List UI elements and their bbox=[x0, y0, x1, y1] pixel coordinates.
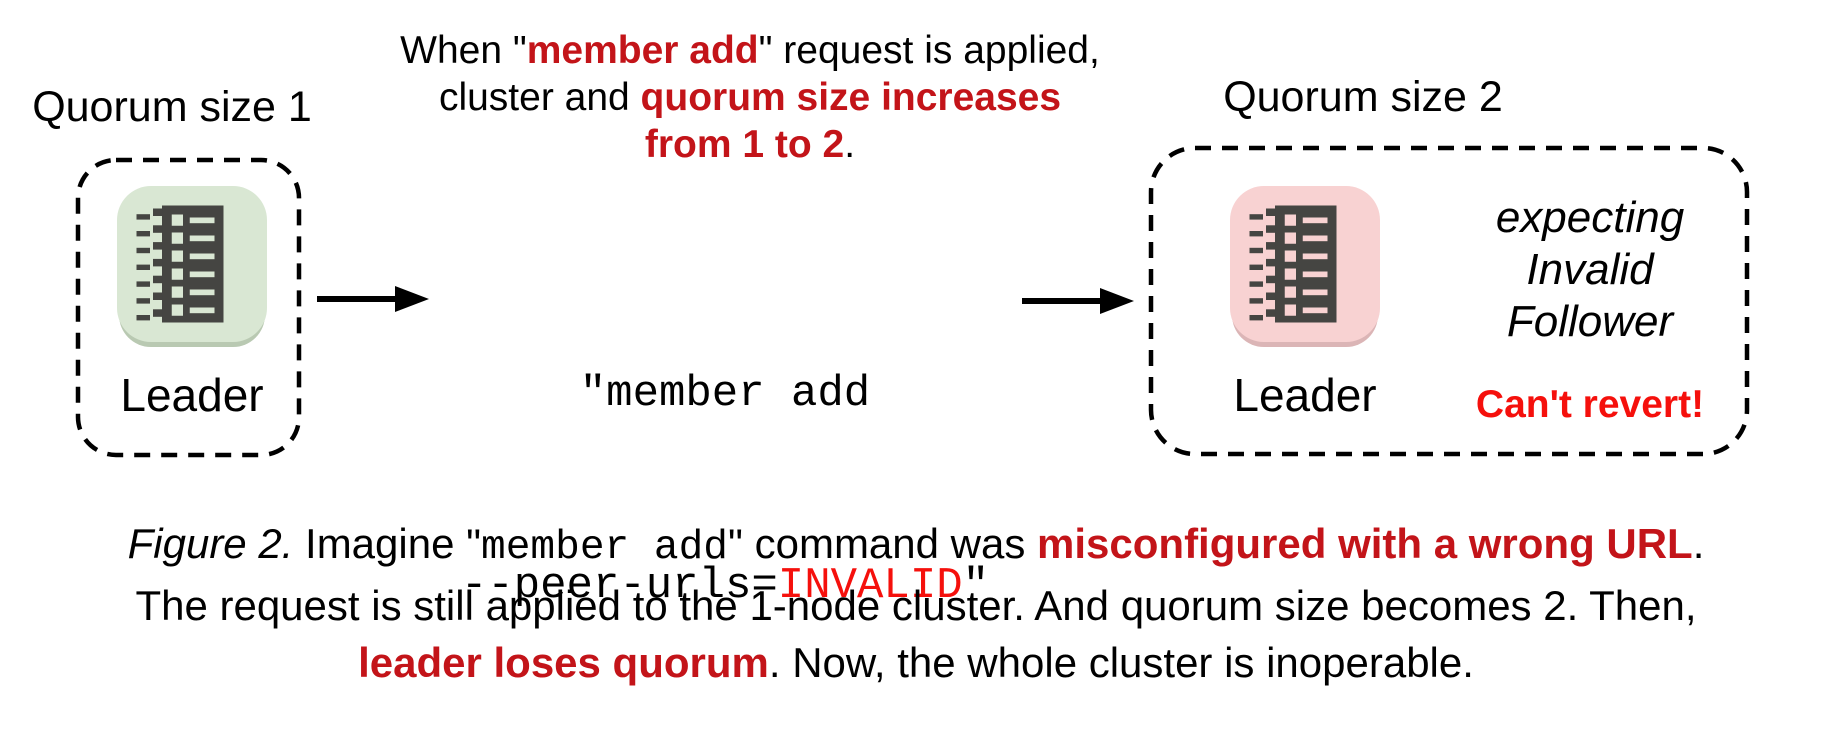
caption-segment: " command was bbox=[728, 520, 1038, 567]
left-cluster-title: Quorum size 1 bbox=[32, 83, 312, 131]
caption-segment: misconfigured with a wrong URL bbox=[1037, 520, 1693, 567]
expecting-invalid-follower-note: expecting Invalid Follower bbox=[1435, 192, 1745, 348]
expecting-line: expecting bbox=[1495, 193, 1685, 242]
annotation-segment: member add bbox=[526, 29, 759, 72]
left-cluster-box bbox=[75, 157, 302, 458]
cant-revert-warning: Can't revert! bbox=[1475, 383, 1705, 426]
dashed-border bbox=[75, 157, 302, 458]
leader-node-pink bbox=[1230, 186, 1380, 342]
left-leader-label: Leader bbox=[120, 369, 264, 421]
right-cluster-box bbox=[1148, 145, 1750, 457]
annotation-segment: from 1 to 2 bbox=[644, 123, 845, 166]
member-add-command: "member add --peer-urls=INVALID" bbox=[420, 234, 1030, 738]
dashed-border bbox=[1148, 145, 1750, 457]
caption-line: Figure 2. Imagine "member add" command w… bbox=[0, 515, 1832, 577]
right-cluster-title: Quorum size 2 bbox=[1223, 73, 1503, 121]
annotation-text: When "member add" request is applied, cl… bbox=[400, 27, 1100, 168]
command-segment: --peer-urls= bbox=[460, 561, 778, 611]
command-line-2: --peer-urls=INVALID" bbox=[420, 554, 1030, 618]
caption-line: The request is still applied to the 1-no… bbox=[0, 577, 1832, 634]
expecting-line: Follower bbox=[1506, 297, 1674, 346]
notepad-list-icon bbox=[117, 186, 267, 342]
caption-segment: . Now, the whole cluster is inoperable. bbox=[768, 639, 1474, 686]
expecting-line: Invalid bbox=[1526, 245, 1654, 294]
annotation-line: When "member add" request is applied, bbox=[400, 27, 1100, 74]
arrow-right-icon bbox=[317, 286, 429, 312]
caption-segment: member add bbox=[481, 525, 729, 571]
caption-line: leader loses quorum. Now, the whole clus… bbox=[0, 634, 1832, 691]
annotation-segment: quorum size increases bbox=[640, 76, 1062, 119]
annotation-line: from 1 to 2. bbox=[400, 121, 1100, 168]
annotation-segment: cluster and bbox=[438, 76, 641, 119]
annotation-segment: . bbox=[844, 123, 856, 166]
caption-segment: The request is still applied to the 1-no… bbox=[135, 582, 1697, 629]
caption-segment: Imagine " bbox=[293, 520, 482, 567]
leader-node-green bbox=[117, 186, 267, 342]
annotation-segment: " request is applied, bbox=[758, 29, 1100, 72]
figure-label: Figure 2. bbox=[127, 520, 294, 567]
caption-segment: . bbox=[1692, 520, 1705, 567]
annotation-segment: When " bbox=[400, 29, 527, 72]
arrow-right-icon bbox=[1022, 288, 1134, 314]
notepad-list-icon bbox=[1230, 186, 1380, 342]
invalid-url-text: INVALID bbox=[777, 561, 963, 611]
annotation-line: cluster and quorum size increases bbox=[400, 74, 1100, 121]
caption-segment: leader loses quorum bbox=[358, 639, 769, 686]
right-leader-label: Leader bbox=[1233, 369, 1377, 421]
command-line-1: "member add bbox=[579, 369, 871, 419]
command-segment: " bbox=[962, 561, 990, 611]
figure-caption: Figure 2. Imagine "member add" command w… bbox=[0, 515, 1832, 691]
